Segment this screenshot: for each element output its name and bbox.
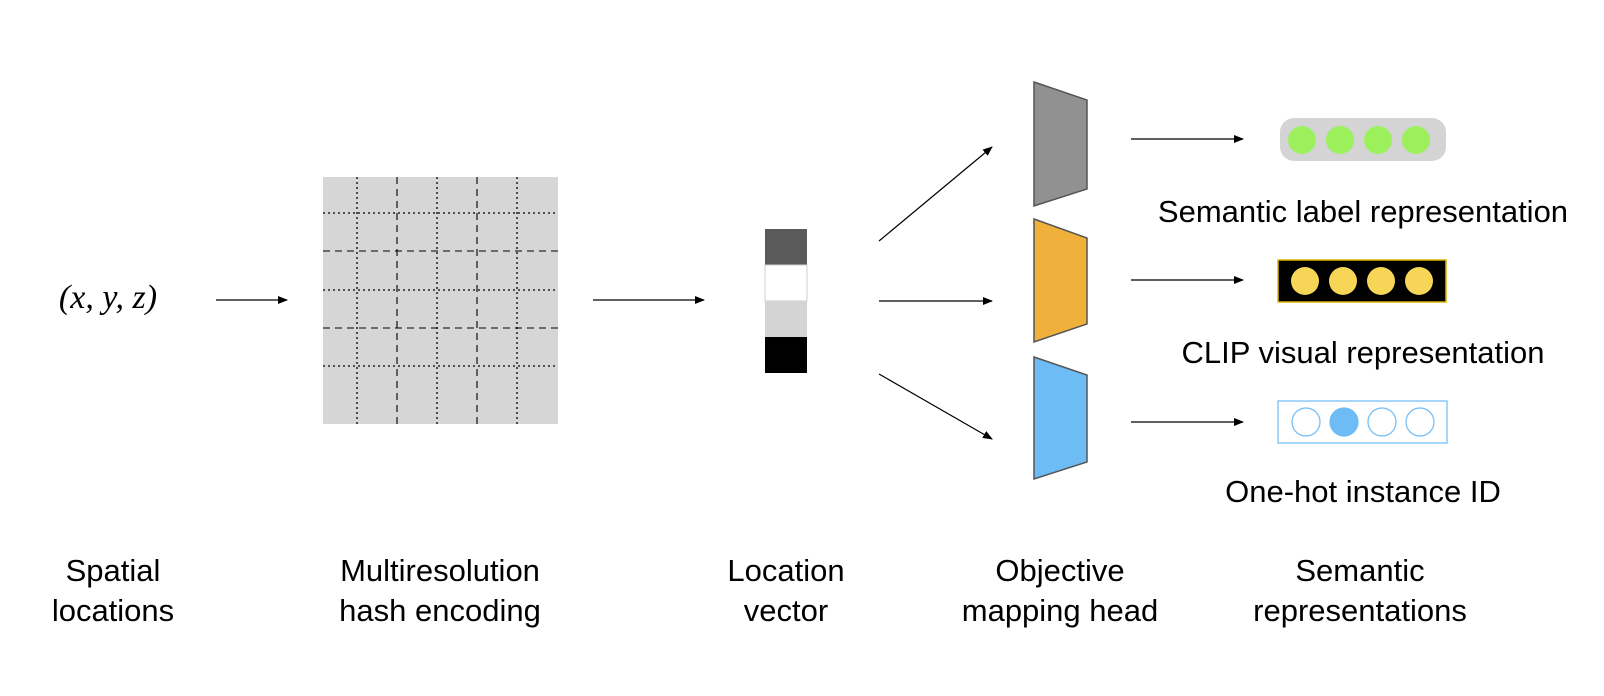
caption-line: representations [1253, 593, 1467, 628]
hash-grid-background [323, 177, 558, 424]
one-hot-title: One-hot instance ID [1225, 474, 1501, 509]
mapping-head-gray [1033, 80, 1088, 208]
mapping-head-orange [1033, 217, 1088, 344]
caption-line: Objective [995, 553, 1124, 588]
hash-grid-coarse-lines [323, 177, 558, 424]
vector-cell [765, 337, 807, 373]
label-dot [1402, 126, 1430, 154]
caption-line: locations [52, 593, 174, 628]
clip-dot [1367, 267, 1395, 295]
caption-line: Location [727, 553, 844, 588]
clip-dot [1405, 267, 1433, 295]
vector-cell [765, 301, 807, 337]
caption-line: hash encoding [339, 593, 541, 628]
hash-grid-fine-lines [323, 177, 558, 424]
hash-encoding-grid [323, 177, 558, 424]
mapping-head-blue [1033, 355, 1088, 481]
location-vector [764, 229, 808, 373]
input-coordinates: (x, y, z) [59, 279, 157, 316]
stage-caption-mapping-head: Objective mapping head [962, 553, 1159, 628]
arrow-vector-to-head-gray [878, 146, 993, 242]
one-hot-dot [1405, 407, 1435, 437]
clip-visual-vector [1277, 259, 1447, 303]
caption-line: Semantic [1295, 553, 1424, 588]
clip-dot [1291, 267, 1319, 295]
one-hot-dot-active [1329, 407, 1359, 437]
vector-cell [764, 264, 808, 302]
semantic-label-pill [1280, 118, 1446, 161]
caption-line: vector [744, 593, 828, 628]
label-dot [1364, 126, 1392, 154]
label-dot [1326, 126, 1354, 154]
semantic-label-vector [1280, 118, 1446, 161]
stage-caption-location-vector: Location vector [727, 553, 844, 628]
one-hot-dot [1291, 407, 1321, 437]
caption-line: Spatial [66, 553, 161, 588]
arrow-vector-to-head-blue [878, 373, 993, 440]
stage-caption-semantic: Semantic representations [1253, 553, 1467, 628]
vector-cell [765, 229, 807, 265]
one-hot-vector [1277, 400, 1448, 444]
label-dot [1288, 126, 1316, 154]
stage-caption-spatial: Spatial locations [52, 553, 174, 628]
caption-line: Multiresolution [340, 553, 540, 588]
clip-visual-title: CLIP visual representation [1181, 335, 1544, 370]
semantic-label-title: Semantic label representation [1158, 194, 1568, 229]
caption-line: mapping head [962, 593, 1159, 628]
stage-caption-hash: Multiresolution hash encoding [339, 553, 541, 628]
one-hot-dot [1367, 407, 1397, 437]
clip-dot [1329, 267, 1357, 295]
